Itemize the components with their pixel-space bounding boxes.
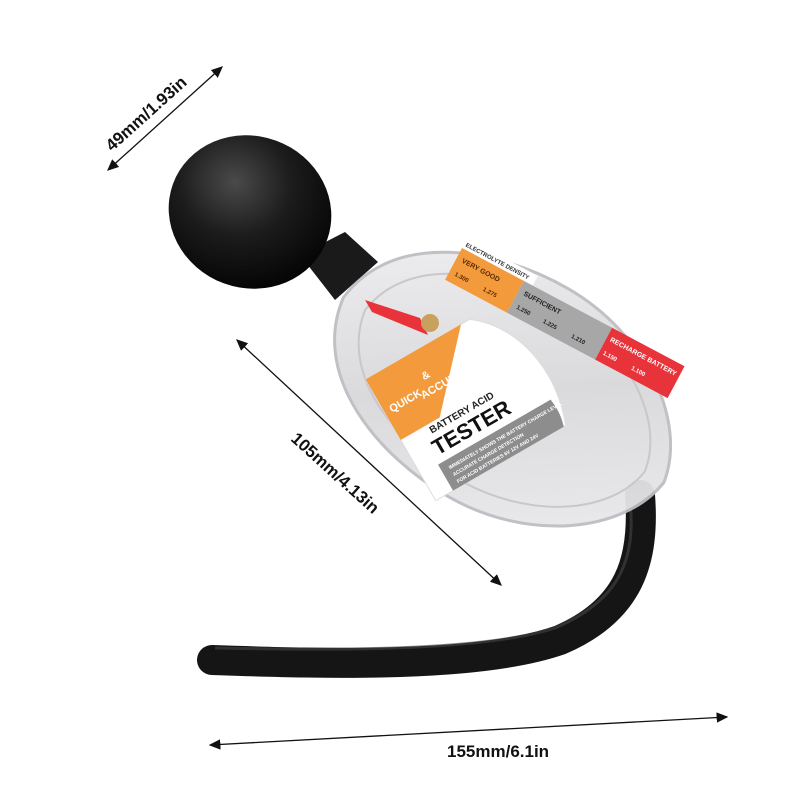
dimension-line-bulb: [107, 66, 223, 171]
rubber-bulb: [168, 135, 332, 289]
float-pointer: [365, 300, 428, 335]
dimension-line-total: [208, 712, 729, 750]
dimension-label-total: 155mm/6.1in: [447, 742, 549, 761]
dimension-label-body: 105mm/4.13in: [287, 429, 383, 518]
hose: [197, 480, 656, 678]
dimension-line-body: [236, 339, 502, 586]
dimension-label-bulb: 49mm/1.93in: [102, 73, 191, 155]
recharge-zone: [595, 327, 685, 399]
